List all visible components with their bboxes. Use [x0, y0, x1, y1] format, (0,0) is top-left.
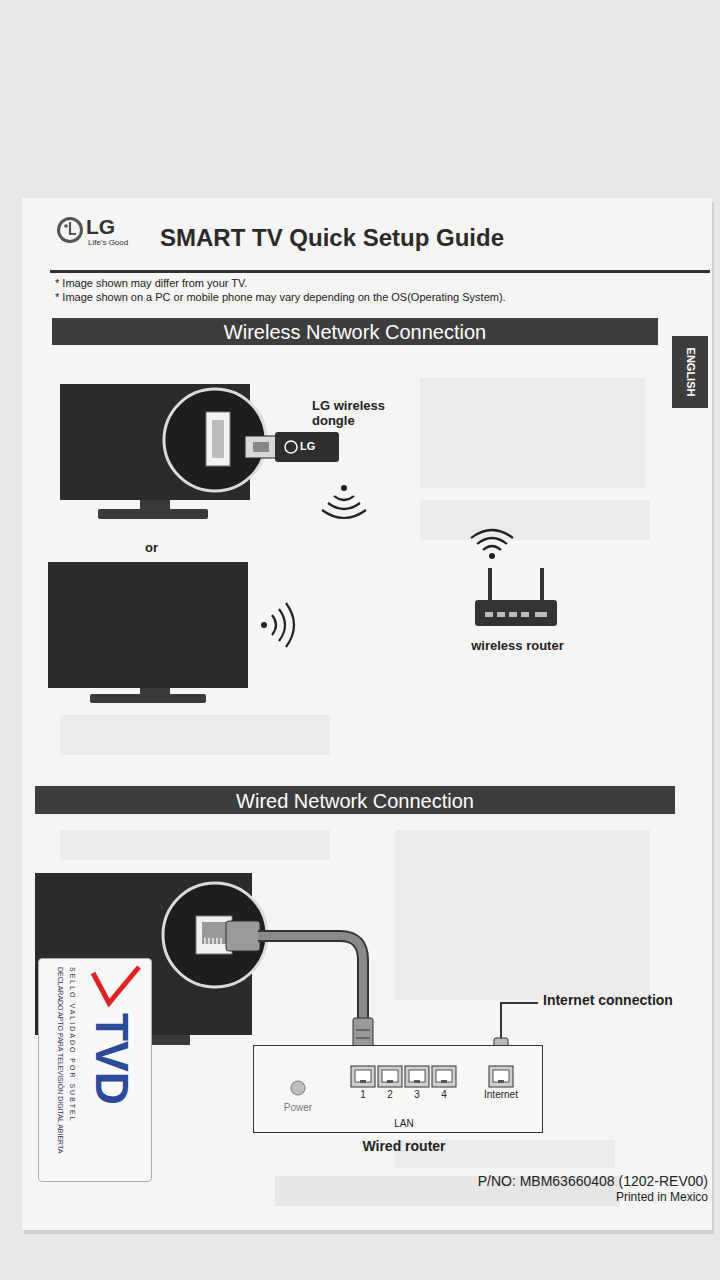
header-rule [50, 270, 710, 273]
note: * Image shown may differ from your TV. [55, 277, 695, 290]
lan-port: 3 [405, 1066, 429, 1106]
section-band: Wired Network Connection [35, 786, 675, 814]
node-text: LAN [349, 1118, 459, 1130]
wireless-waves [322, 485, 366, 518]
connector-word: or [145, 540, 158, 556]
lg-logo [57, 217, 83, 243]
certification-sticker: TVD DECLARADO APTO PARA TELEVISIÓN DIGITA… [38, 958, 152, 1182]
node-text: TVD [85, 1013, 139, 1173]
callout-label: Internet connection [543, 992, 715, 1009]
tv-wireless-dongle [60, 384, 266, 519]
lan-port: 4 [432, 1066, 456, 1106]
wireless-dongle: LG wireless dongleLG [245, 396, 395, 468]
brand-slogan: Life's Good [88, 238, 128, 248]
node-text: 4 [432, 1089, 456, 1101]
lan-port: 1 [351, 1066, 375, 1106]
tv-built-in-wifi [48, 562, 248, 703]
node-text: Internet [476, 1089, 526, 1101]
node-text: DECLARADO APTO PARA TELEVISIÓN DIGITAL A… [56, 967, 65, 1177]
wireless-waves [261, 603, 294, 647]
lan-cable [226, 921, 373, 1064]
node-text: LG [300, 440, 334, 453]
wired-router: PowerLANWired router1234Internet [253, 1045, 543, 1133]
page-title: SMART TV Quick Setup Guide [160, 224, 504, 253]
node-text: Wireless Network Connection [52, 320, 658, 344]
node-text: Wired router [304, 1138, 504, 1155]
node-text: LG wireless dongle [312, 398, 397, 428]
section-band: Wireless Network Connection [52, 318, 658, 345]
print-note: Printed in Mexico [510, 1190, 708, 1204]
lan-port: 2 [378, 1066, 402, 1106]
node-text: Power [276, 1102, 320, 1114]
node-text: 3 [405, 1089, 429, 1101]
internet-port: Internet [476, 1066, 526, 1106]
part-number: P/NO: MBM63660408 (1202-REV00) [410, 1173, 708, 1190]
node-text: ENGLISH [684, 336, 697, 408]
node-text: wireless router [455, 638, 580, 654]
note: * Image shown on a PC or mobile phone ma… [55, 291, 695, 304]
node-text: SELLO VALIDADO POR SUBTEL [68, 967, 77, 1177]
wireless-router: wireless router [455, 528, 580, 658]
language-tab: ENGLISH [672, 336, 708, 408]
node-text: 2 [378, 1089, 402, 1101]
node-text: 1 [351, 1089, 375, 1101]
node-text: Wired Network Connection [35, 789, 675, 813]
paper [22, 198, 712, 1230]
brand-logo: LG [86, 214, 115, 239]
